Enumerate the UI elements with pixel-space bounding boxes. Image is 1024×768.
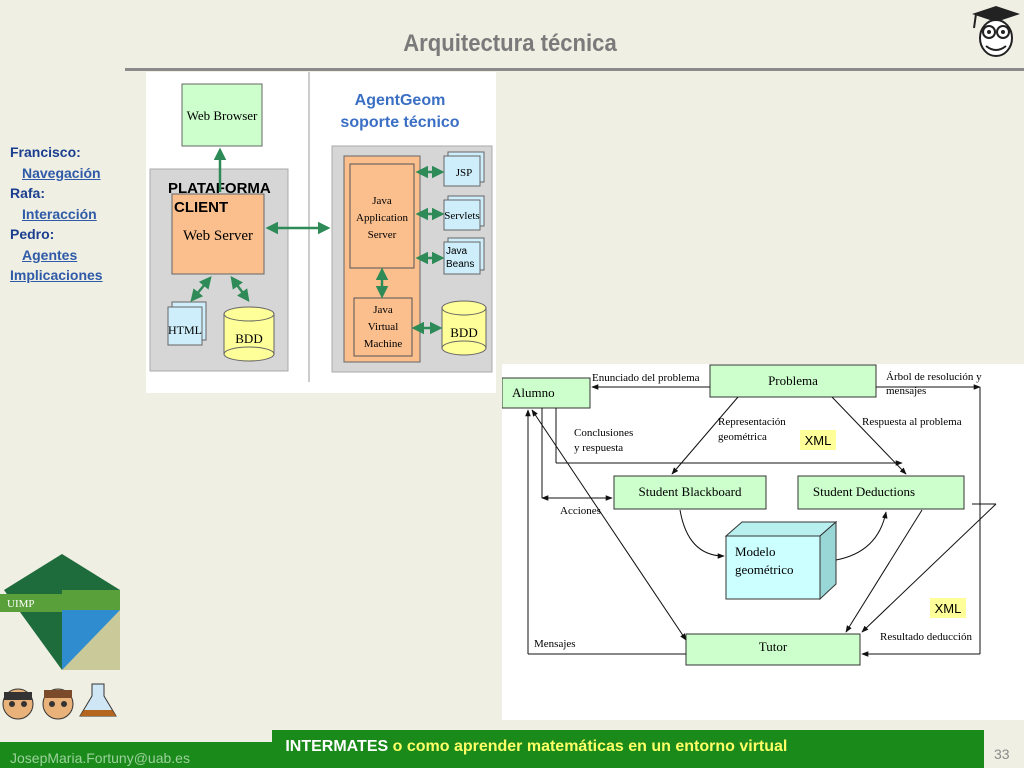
java-app-server-line1: Java [372,195,392,207]
java-vm-line2: Virtual [368,321,399,333]
problema-label: Problema [768,373,818,388]
java-app-server-line3: Server [368,229,397,241]
java-app-server-line2: Application [356,212,408,224]
uimp-logo: UIMP [0,554,120,670]
java-beans-line1: Java [446,246,468,257]
resultado-label: Resultado deducción [880,631,972,643]
arbol-line2: mensajes [886,385,926,397]
xml-tag-2: XML [935,601,962,616]
acciones-label: Acciones [560,505,601,517]
nav-name-rafa: Rafa: [10,185,46,201]
agentgeom-subtitle: soporte técnico [340,114,459,131]
jsp-label: JSP [456,167,473,179]
alumno-label: Alumno [512,385,555,400]
web-server-label: Web Server [183,228,253,244]
footer-title: INTERMATES o como aprender matemáticas e… [272,738,872,756]
footer-title-part1: INTERMATES [285,738,389,755]
nav-name-francisco: Francisco: [10,144,81,160]
nav-link-implicaciones[interactable]: Implicaciones [10,267,103,283]
mascots-icon [0,678,125,724]
footer-title-part2: o como aprender matemáticas en un entorn… [388,738,788,755]
agentgeom-title: AgentGeom [355,92,446,109]
bdd-right-label: BDD [450,325,477,340]
mensajes-label: Mensajes [534,638,576,650]
professor-mascot-icon [966,2,1022,60]
java-beans-line2: Beans [446,259,474,270]
web-browser-label: Web Browser [187,108,258,123]
client-label: CLIENT [174,199,228,216]
bdd-left-label: BDD [235,331,262,346]
servlets-label: Servlets [444,210,479,222]
nav-name-pedro: Pedro: [10,226,55,242]
side-navigation: Francisco: Navegación Rafa: Interacción … [10,142,103,286]
student-deductions-label: Student Deductions [813,484,915,499]
nav-link-agentes[interactable]: Agentes [22,246,78,263]
footer-bar [272,730,984,768]
page-number: 33 [994,746,1010,762]
java-vm-line1: Java [373,304,393,316]
html-label: HTML [168,323,202,337]
uimp-logo-text: UIMP [7,598,35,610]
modelo-line1: Modelo [735,544,775,559]
conclusiones-line2: y respuesta [574,442,623,454]
java-vm-line3: Machine [364,338,403,350]
arbol-line1: Árbol de resolución y [886,371,982,383]
footer-strip [0,742,272,768]
nav-link-interaccion[interactable]: Interacción [22,205,97,222]
author-email: JosepMaria.Fortuny@uab.es [10,750,190,766]
modelo-line2: geométrico [735,562,793,577]
conclusiones-line1: Conclusiones [574,427,633,439]
slide-title: Arquitectura técnica [403,30,617,57]
agent-flow-diagram: Alumno Problema Student Blackboard Stude… [501,364,1024,720]
nav-link-navegacion[interactable]: Navegación [22,164,101,181]
xml-tag-1: XML [805,433,832,448]
representacion-line1: Representación [718,416,786,428]
respuesta-label: Respuesta al problema [862,416,962,428]
architecture-diagram: Web Browser PLATAFORMA CLIENT Web Server… [146,72,496,393]
title-divider [125,68,1024,71]
representacion-line2: geométrica [718,431,767,443]
tutor-label: Tutor [759,639,788,654]
enunciado-label: Enunciado del problema [592,372,700,384]
student-blackboard-label: Student Blackboard [639,484,742,499]
